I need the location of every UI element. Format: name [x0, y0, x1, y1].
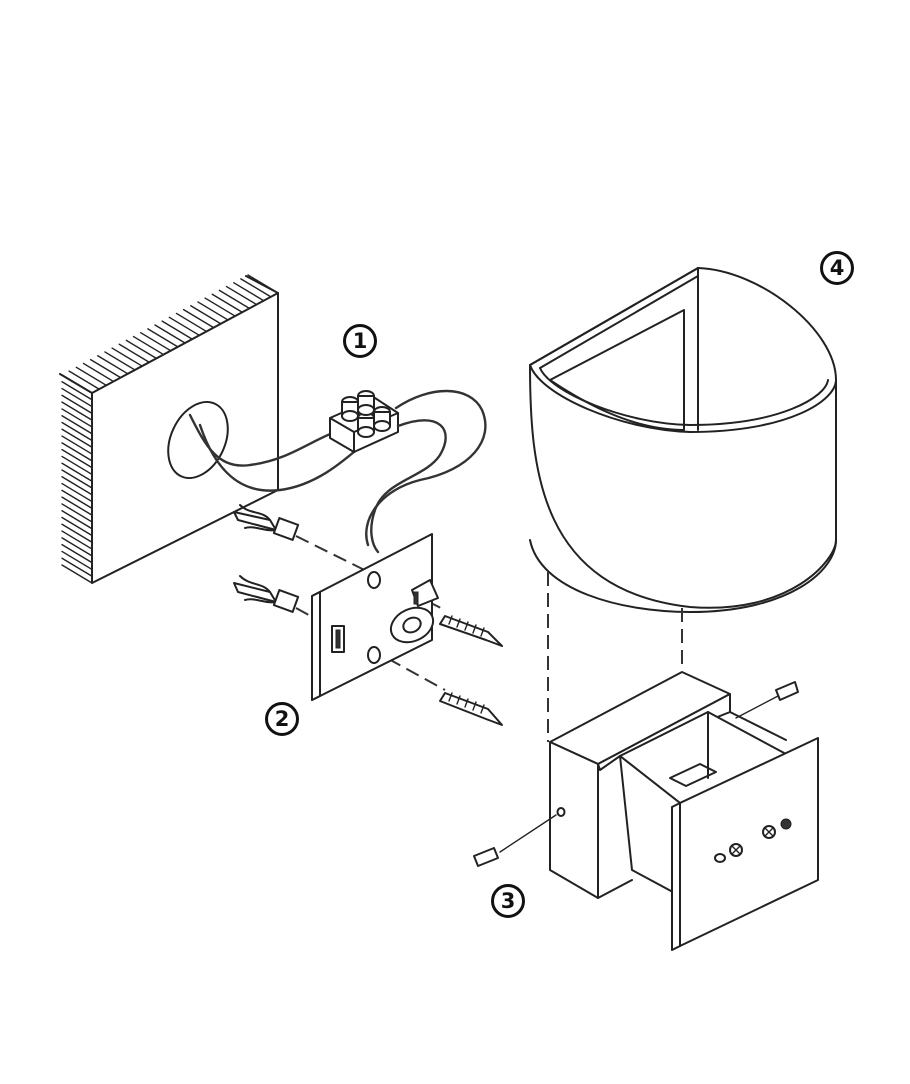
screw-lower: [439, 692, 503, 726]
grub-screw-right: [735, 681, 799, 719]
alignment-lines-shade: [547, 572, 683, 742]
mounting-plate: [311, 533, 439, 701]
step-label-2: 2: [265, 702, 299, 736]
wall-plug-upper: [233, 504, 300, 541]
lamp-body: [549, 671, 819, 951]
wall-plug-lower: [233, 575, 300, 613]
lamp-shade: [529, 267, 837, 613]
terminal-block: [329, 390, 399, 453]
lamp-wires: [365, 389, 487, 554]
mains-wires: [188, 413, 370, 492]
wall: [59, 274, 279, 584]
grub-screw-left: [473, 814, 557, 867]
step-label-1: 1: [343, 324, 377, 358]
screw-upper: [439, 615, 503, 647]
step-label-3: 3: [491, 884, 525, 918]
wall-hatching: [61, 274, 279, 584]
wall-hole: [167, 400, 229, 480]
step-label-4: 4: [820, 251, 854, 285]
